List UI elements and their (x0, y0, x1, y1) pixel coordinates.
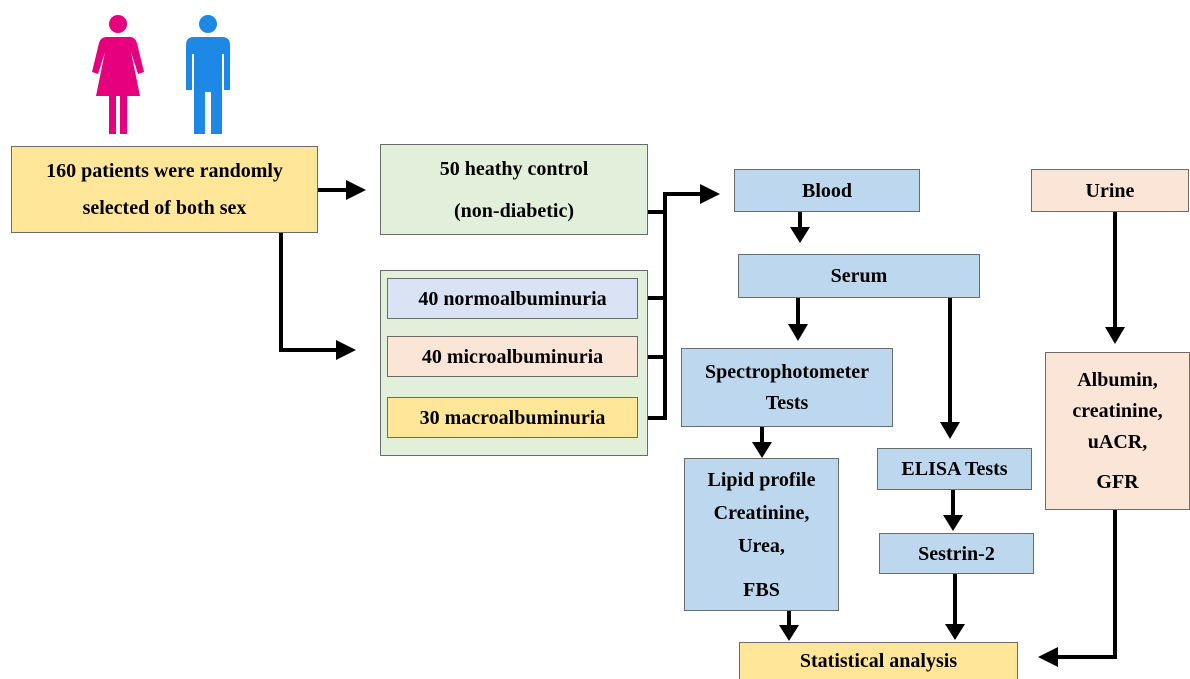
statistical-label: Statistical analysis (799, 650, 958, 672)
control-line2: (non-diabetic) (454, 199, 574, 222)
control-line1: 50 heathy control (439, 157, 589, 180)
statistical-analysis-box: Statistical analysis (739, 642, 1018, 679)
sestrin-label: Sestrin-2 (918, 542, 995, 565)
lipid-line3: Urea, (738, 534, 785, 557)
elisa-box: ELISA Tests (877, 448, 1032, 490)
lipid-line2: Creatinine, (713, 501, 810, 524)
lipid-line4: FBS (743, 578, 780, 601)
sestrin-box: Sestrin-2 (879, 533, 1034, 574)
patients-line2: selected of both sex (82, 197, 247, 219)
urine-label: Urine (1085, 179, 1135, 202)
group-macroalbuminuria: 30 macroalbuminuria (387, 397, 638, 438)
group-normoalbuminuria-label: 40 normoalbuminuria (418, 287, 607, 310)
urine-tests-box: Albumin, creatinine, uACR, GFR (1045, 352, 1190, 510)
serum-label: Serum (830, 265, 888, 287)
group-normoalbuminuria: 40 normoalbuminuria (387, 278, 638, 319)
urine-tests-line3: uACR, (1087, 431, 1148, 453)
group-macroalbuminuria-label: 30 macroalbuminuria (419, 406, 606, 429)
patients-line1: 160 patients were randomly (46, 160, 283, 182)
spectrophotometer-box: Spectrophotometer Tests (681, 348, 893, 427)
serum-box: Serum (738, 254, 980, 298)
urine-tests-line1: Albumin, (1077, 369, 1158, 391)
blood-label: Blood (801, 179, 853, 202)
male-person-icon (186, 15, 230, 134)
spectro-line1: Spectrophotometer (704, 361, 870, 383)
urine-tests-line4: GFR (1096, 471, 1139, 493)
group-microalbuminuria: 40 microalbuminuria (387, 336, 638, 377)
patients-box: 160 patients were randomly selected of b… (11, 146, 318, 233)
female-person-icon (92, 15, 144, 134)
urine-box: Urine (1031, 169, 1189, 212)
blood-box: Blood (734, 169, 920, 212)
lipid-line1: Lipid profile (707, 468, 816, 491)
lipid-profile-box: Lipid profile Creatinine, Urea, FBS (684, 458, 839, 611)
urine-tests-line2: creatinine, (1072, 400, 1163, 422)
spectro-line2: Tests (765, 392, 809, 414)
control-box: 50 heathy control (non-diabetic) (380, 144, 648, 235)
group-microalbuminuria-label: 40 microalbuminuria (421, 345, 604, 368)
elisa-label: ELISA Tests (901, 458, 1008, 480)
